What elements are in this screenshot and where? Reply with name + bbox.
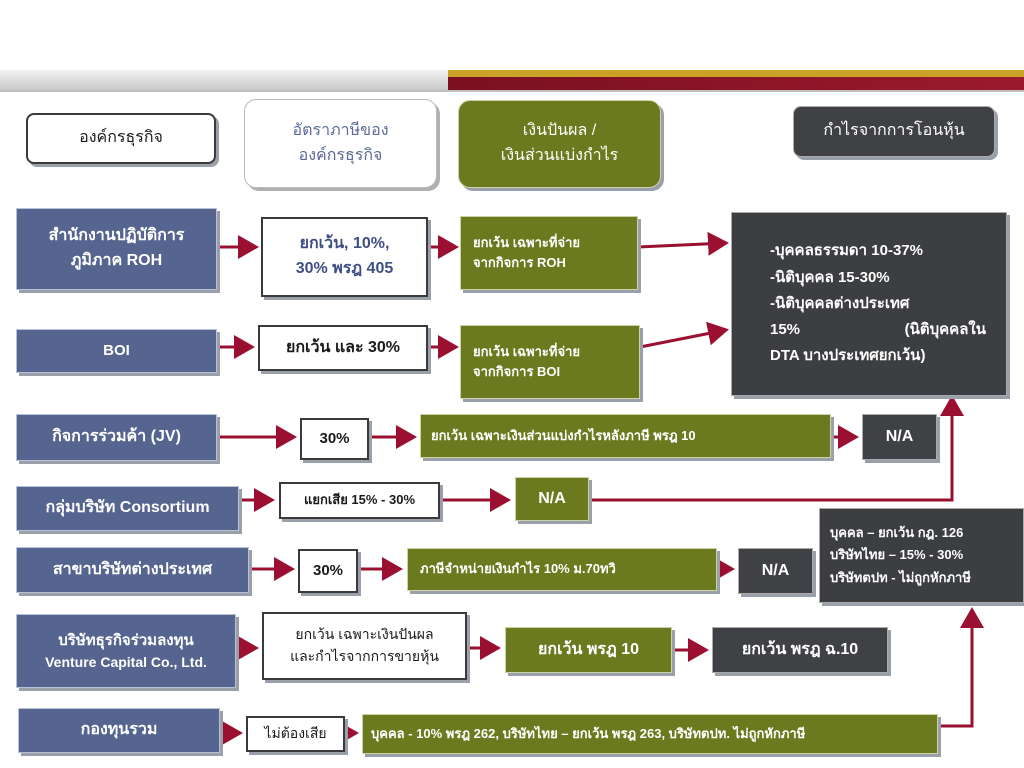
entity-consortium-label: กลุ่มบริษัท Consortium <box>45 499 210 517</box>
tax-jv: 30% <box>300 418 369 460</box>
dividend-vc-label: ยกเว้น พรฎ 10 <box>537 640 640 658</box>
header-dividend-line2: เงินส่วนแบ่งกำไร <box>500 147 619 164</box>
arrow-boi-dividend-gain <box>639 321 729 349</box>
gain-general-line4-right: (นิติบุคคลใน <box>904 321 986 339</box>
gain-fund: บุคคล – ยกเว้น กฎ. 126 บริษัทไทย – 15% -… <box>819 508 1024 603</box>
entity-jv-label: กิจการร่วมค้า (JV) <box>52 428 181 446</box>
tax-fund-label: ไม่ต้องเสีย <box>264 725 327 742</box>
gain-fund-line1: บุคคล – ยกเว้น กฎ. 126 <box>830 525 964 541</box>
tax-branch: 30% <box>298 549 358 593</box>
gain-general-line2: -นิติบุคคล 15-30% <box>770 268 890 286</box>
header-entity: องค์กรธุรกิจ <box>26 113 216 164</box>
entity-branch: สาขาบริษัทต่างประเทศ <box>16 547 249 593</box>
tax-jv-label: 30% <box>319 430 350 448</box>
gain-general-line1: -บุคคลธรรมดา 10-37% <box>770 242 923 260</box>
gain-jv-label: N/A <box>885 427 914 445</box>
dividend-boi-line1: ยกเว้น เฉพาะที่จ่าย <box>473 343 580 359</box>
entity-branch-label: สาขาบริษัทต่างประเทศ <box>52 560 213 578</box>
entity-vc: บริษัทธุรกิจร่วมลงทุน Venture Capital Co… <box>16 614 236 688</box>
tax-consortium-label: แยกเสีย 15% - 30% <box>303 492 416 508</box>
dividend-roh: ยกเว้น เฉพาะที่จ่าย จากกิจการ ROH <box>460 216 638 290</box>
tax-roh: ยกเว้น, 10%, 30% พรฎ 405 <box>261 217 428 297</box>
tax-boi: ยกเว้น และ 30% <box>258 325 428 371</box>
dividend-consortium: N/A <box>515 477 589 521</box>
entity-roh-line2: ภูมิภาค ROH <box>70 252 163 269</box>
header-tax-rate: อัตราภาษีของ องค์กรธุรกิจ <box>244 99 437 188</box>
dividend-fund-label: บุคคล - 10% พรฎ 262, บริษัทไทย – ยกเว้น … <box>371 725 806 741</box>
gain-general-line5: DTA บางประเทศยกเว้น) <box>770 347 926 365</box>
dividend-jv: ยกเว้น เฉพาะเงินส่วนแบ่งกำไรหลังภาษี พรฎ… <box>420 414 831 458</box>
tax-vc-line1: ยกเว้น เฉพาะเงินปันผล <box>295 626 434 643</box>
banner-maroon-band <box>448 77 1024 90</box>
entity-boi: BOI <box>16 329 217 373</box>
gain-fund-line2: บริษัทไทย – 15% - 30% <box>830 547 964 563</box>
gain-jv: N/A <box>862 414 937 460</box>
header-capital-gain-label: กำไรจากการโอนหุ้น <box>823 122 965 140</box>
gain-general-line3: -นิติบุคคลต่างประเทศ <box>770 294 910 312</box>
gain-branch-label: N/A <box>761 561 790 579</box>
dividend-boi-line2: จากกิจการ BOI <box>473 364 561 379</box>
tax-roh-line2: 30% พรฎ 405 <box>295 260 394 277</box>
gain-fund-line3: บริษัทตปท - ไม่ถูกหักภาษี <box>830 569 971 585</box>
arrow-consortium-to-gain <box>590 395 964 502</box>
header-tax-rate-line1: อัตราภาษีของ <box>292 121 389 139</box>
dividend-boi: ยกเว้น เฉพาะที่จ่าย จากกิจการ BOI <box>460 325 640 399</box>
entity-jv: กิจการร่วมค้า (JV) <box>16 414 217 461</box>
entity-vc-line2: Venture Capital Co., Ltd. <box>45 653 207 670</box>
tax-fund: ไม่ต้องเสีย <box>246 716 345 752</box>
dividend-jv-label: ยกเว้น เฉพาะเงินส่วนแบ่งกำไรหลังภาษี พรฎ… <box>431 427 696 443</box>
entity-fund-label: กองทุนรวม <box>80 721 158 739</box>
dividend-roh-line2: จากกิจการ ROH <box>473 255 566 270</box>
dividend-branch: ภาษีจำหน่ายเงินกำไร 10% ม.70ทวิ <box>407 548 717 591</box>
gain-branch: N/A <box>738 548 813 594</box>
gain-vc: ยกเว้น พรฎ ฉ.10 <box>712 627 888 673</box>
entity-roh-line1: สำนักงานปฏิบัติการ <box>48 227 185 245</box>
gain-general-line4: 15% (นิติบุคคลใน <box>770 317 986 343</box>
gain-general-line4-left: 15% <box>770 321 801 339</box>
tax-vc: ยกเว้น เฉพาะเงินปันผล และกำไรจากการขายหุ… <box>262 612 467 680</box>
tax-boi-label: ยกเว้น และ 30% <box>285 338 401 356</box>
entity-roh: สำนักงานปฏิบัติการ ภูมิภาค ROH <box>16 208 217 290</box>
tax-vc-line2: และกำไรจากการขายหุ้น <box>290 648 439 664</box>
top-banner <box>0 70 1024 92</box>
dividend-fund: บุคคล - 10% พรฎ 262, บริษัทไทย – ยกเว้น … <box>362 714 938 754</box>
dividend-branch-label: ภาษีจำหน่ายเงินกำไร 10% ม.70ทวิ <box>420 561 616 577</box>
header-dividend: เงินปันผล / เงินส่วนแบ่งกำไร <box>458 100 661 188</box>
arrow-fund-to-gain <box>938 607 984 728</box>
header-capital-gain: กำไรจากการโอนหุ้น <box>793 106 995 157</box>
entity-fund: กองทุนรวม <box>18 708 220 753</box>
tax-roh-line1: ยกเว้น, 10%, <box>299 235 390 253</box>
dividend-vc: ยกเว้น พรฎ 10 <box>505 627 672 673</box>
header-dividend-line1: เงินปันผล / <box>522 122 597 140</box>
banner-gold-band <box>448 70 1024 77</box>
tax-consortium: แยกเสีย 15% - 30% <box>279 482 440 519</box>
gain-vc-label: ยกเว้น พรฎ ฉ.10 <box>741 640 859 658</box>
dividend-consortium-label: N/A <box>538 489 566 507</box>
header-tax-rate-line2: องค์กรธุรกิจ <box>298 146 383 164</box>
entity-consortium: กลุ่มบริษัท Consortium <box>16 486 239 531</box>
tax-branch-label: 30% <box>312 562 344 580</box>
gain-general: -บุคคลธรรมดา 10-37% -นิติบุคคล 15-30% -น… <box>731 212 1007 396</box>
banner-gray-band <box>0 70 448 90</box>
entity-vc-line1: บริษัทธุรกิจร่วมลงทุน <box>58 631 194 649</box>
banner-underline <box>0 90 1024 92</box>
arrow-roh-dividend-gain <box>637 231 729 256</box>
dividend-roh-line1: ยกเว้น เฉพาะที่จ่าย <box>473 234 580 250</box>
header-entity-label: องค์กรธุรกิจ <box>79 129 163 147</box>
entity-boi-label: BOI <box>103 342 130 360</box>
